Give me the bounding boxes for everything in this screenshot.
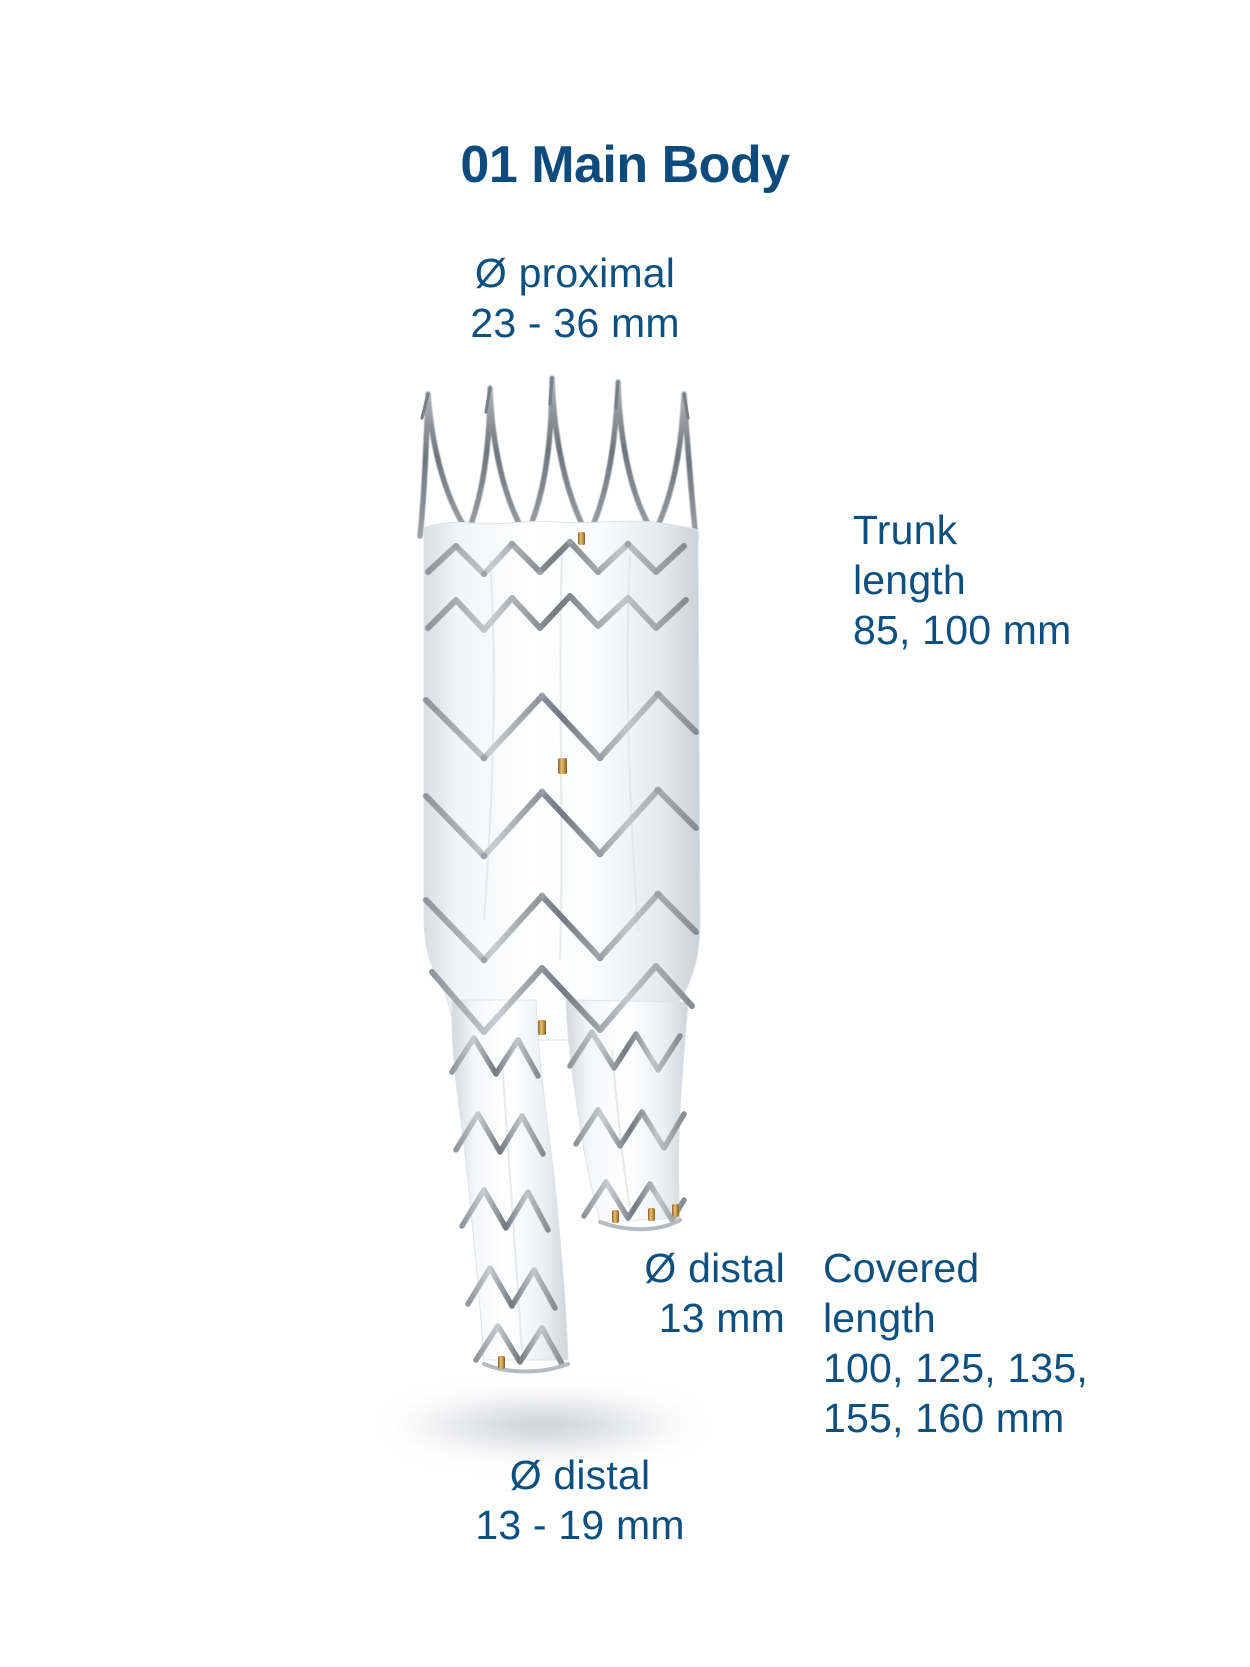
- bifurcation-stent: [429, 963, 695, 1035]
- left-limb-stent-rings: [449, 1035, 565, 1367]
- distal-diameter-range-label: Ø distal 13 - 19 mm: [475, 1452, 685, 1549]
- distal-diameter-limb-label: Ø distal 13 mm: [644, 1245, 785, 1342]
- bare-proximal-crown: [417, 375, 699, 541]
- stent-graft-illustration: [380, 360, 760, 1400]
- trunk-stent-rings: [423, 539, 699, 963]
- limb-distal-hems: [482, 1218, 682, 1374]
- proximal-diameter-label: Ø proximal 23 - 36 mm: [470, 250, 680, 347]
- page-title: 01 Main Body: [460, 136, 790, 194]
- covered-length-label: Covered length 100, 125, 135, 155, 160 m…: [823, 1245, 1088, 1442]
- crown-barbs: [420, 376, 690, 420]
- suture-knots: [452, 538, 662, 964]
- trunk-length-label: Trunk length 85, 100 mm: [853, 507, 1072, 654]
- radiopaque-markers: [498, 532, 679, 1369]
